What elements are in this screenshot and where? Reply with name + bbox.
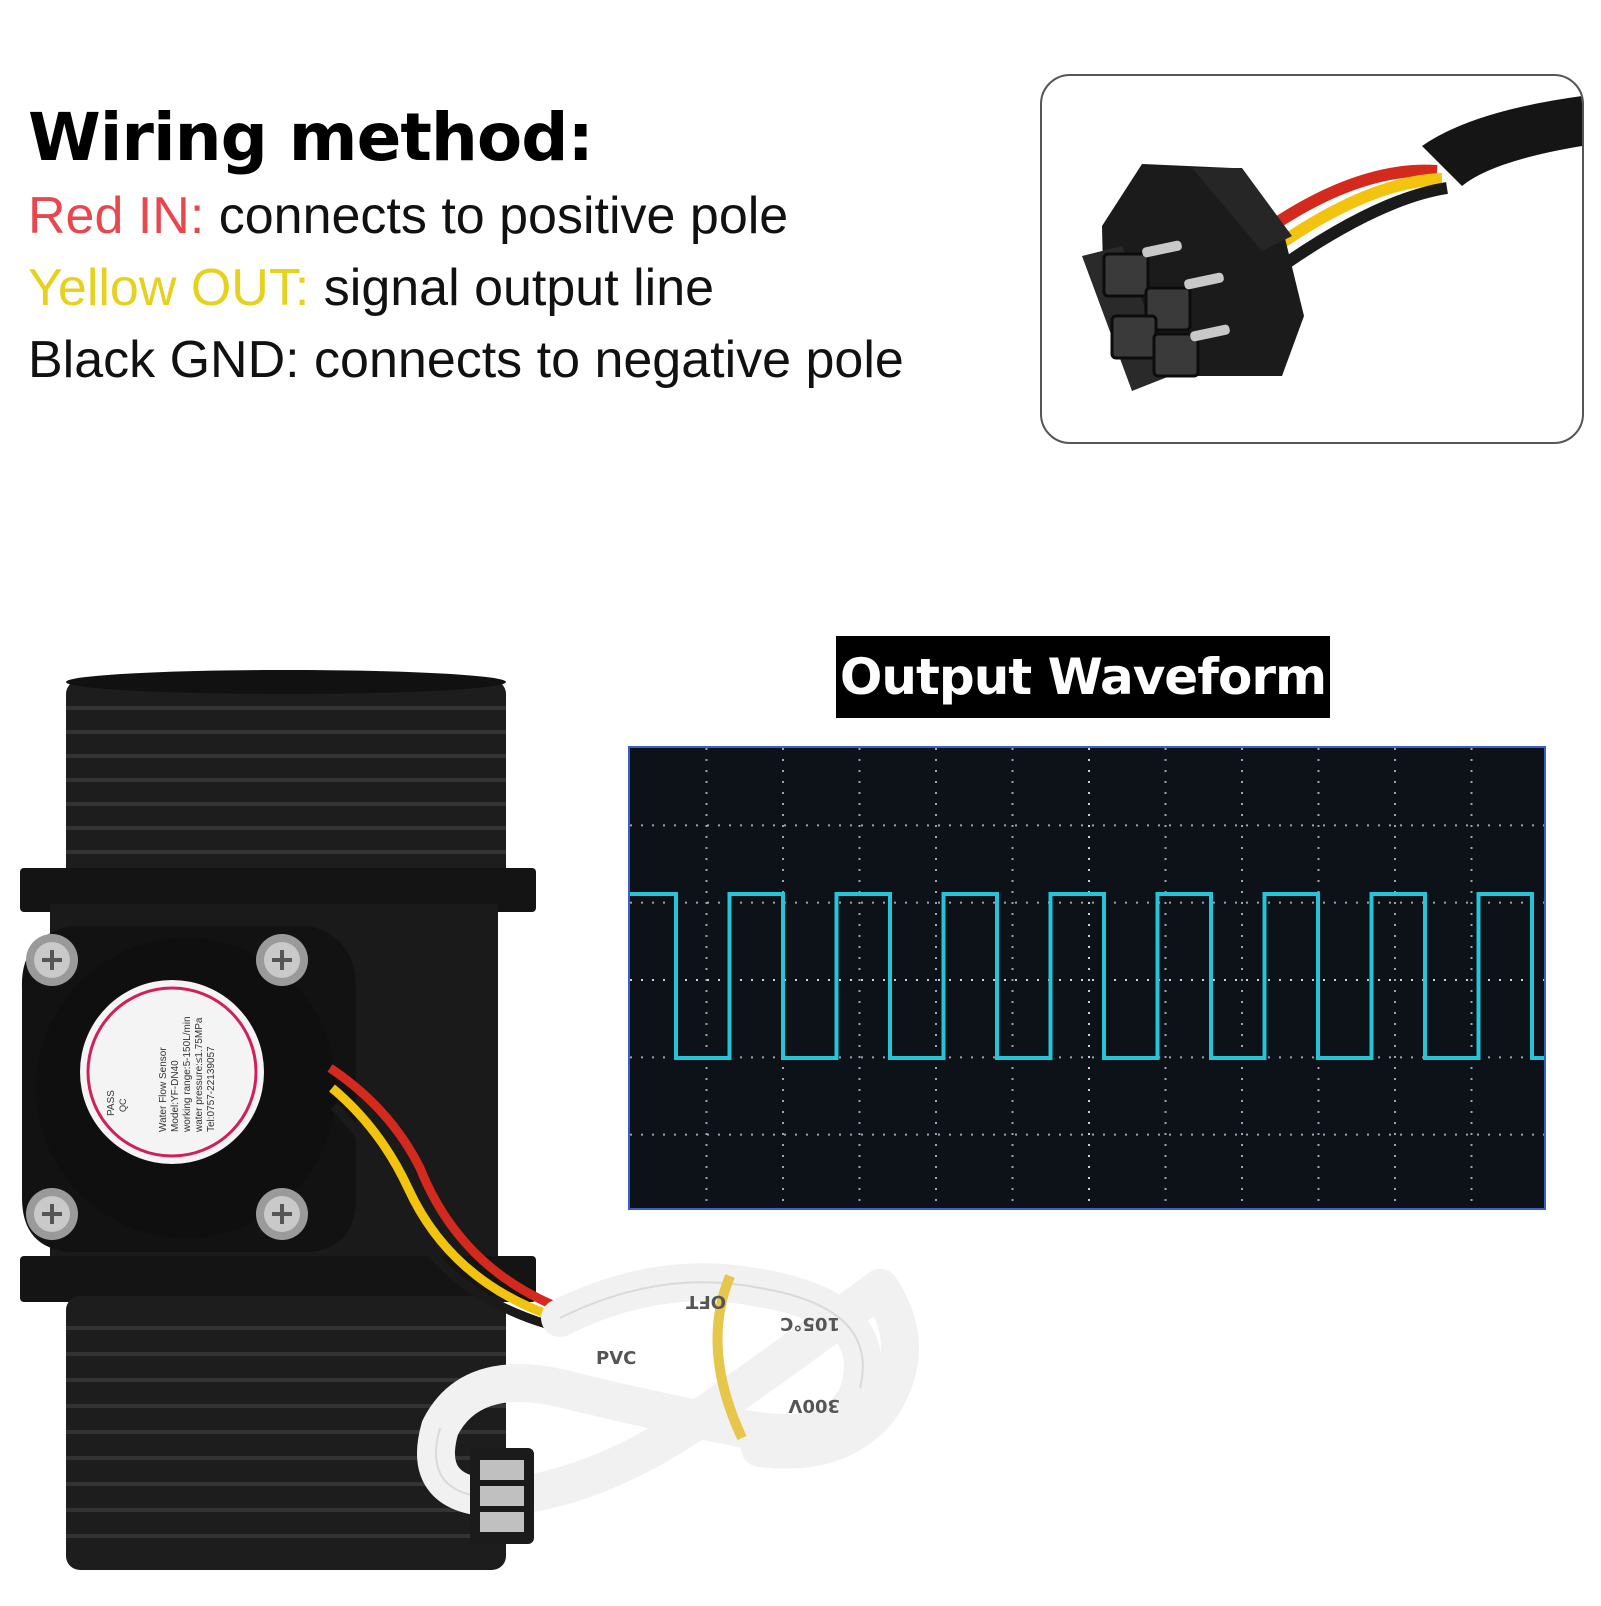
label-line-1: Water Flow Sensor <box>158 1047 169 1132</box>
cable-print-temp: 105°C <box>780 1313 840 1334</box>
square-wave-trace <box>630 892 1544 1060</box>
scope-grid <box>630 748 1544 1208</box>
waveform-title: Output Waveform <box>836 636 1330 718</box>
wiring-desc-red: connects to positive pole <box>204 187 789 245</box>
oscilloscope-screen <box>628 746 1546 1210</box>
wiring-label-red: Red IN: <box>28 187 205 245</box>
label-line-4: water pressure:≤1.75MPa <box>194 1017 205 1133</box>
cert-qc: QC <box>118 1098 128 1112</box>
wiring-line-black: Black GND: connects to negative pole <box>28 324 1018 396</box>
cable-print-oft: OFT <box>685 1291 726 1312</box>
connector-plug-illustration <box>1082 96 1582 391</box>
wiring-desc-black: connects to negative pole <box>299 331 904 389</box>
screw-icon <box>26 934 308 1240</box>
wiring-method-panel: Wiring method: Red IN: connects to posit… <box>28 96 1018 396</box>
wiring-title: Wiring method: <box>28 99 594 176</box>
label-line-5: Tel:0757-22139057 <box>206 1046 217 1132</box>
oscilloscope-graphic <box>630 748 1544 1208</box>
cable-print-voltage: 300V <box>788 1395 840 1416</box>
wiring-desc-yellow: signal output line <box>309 259 715 317</box>
wiring-label-black: Black GND: <box>28 331 300 389</box>
wiring-label-yellow: Yellow OUT: <box>28 259 310 317</box>
flow-sensor-graphic: PASS QC Water Flow Sensor Model:YF-DN40 … <box>20 670 919 1570</box>
cert-pass: PASS <box>106 1090 117 1116</box>
label-line-2: Model:YF-DN40 <box>170 1060 181 1132</box>
wiring-line-red: Red IN: connects to positive pole <box>28 180 1018 252</box>
wiring-line-yellow: Yellow OUT: signal output line <box>28 252 1018 324</box>
cable-print-pvc: PVC <box>596 1348 636 1369</box>
connector-closeup <box>1040 74 1584 444</box>
cable-end-connector <box>470 1448 534 1544</box>
water-flow-sensor-illustration: PASS QC Water Flow Sensor Model:YF-DN40 … <box>0 668 980 1601</box>
label-line-3: working range:5-150L/min <box>182 1016 193 1133</box>
